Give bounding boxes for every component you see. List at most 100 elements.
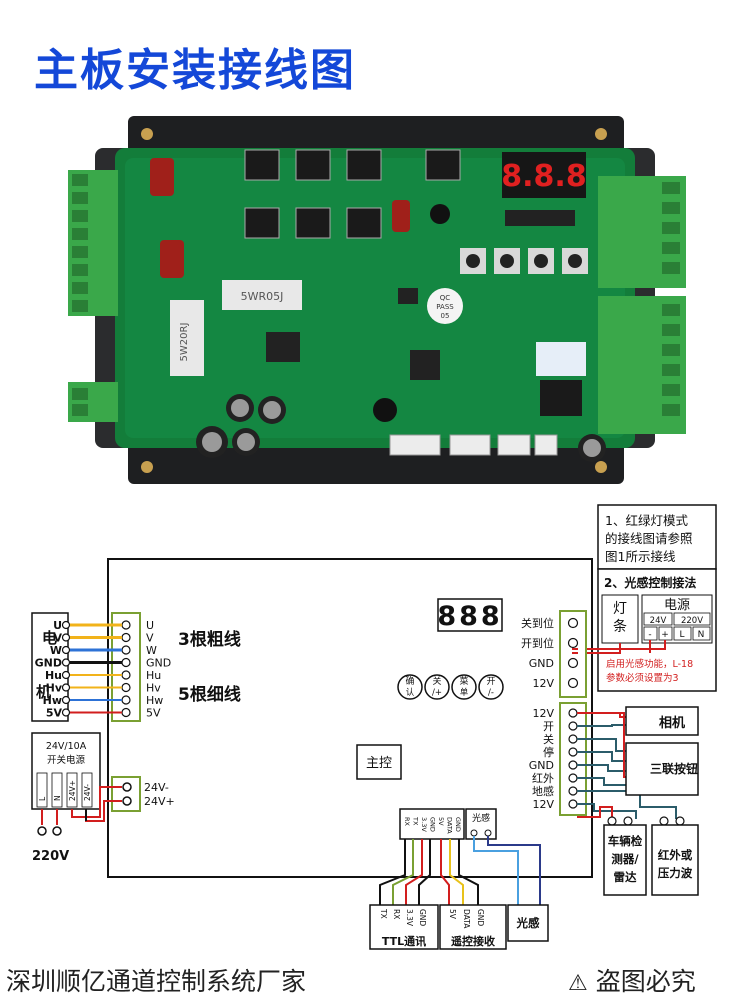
ttl-box (369, 904, 439, 950)
motor-terminal-label-6: Hw (146, 694, 163, 707)
power-resistor-2 (170, 300, 204, 376)
io-wire (577, 806, 613, 819)
peripheral-pin (659, 816, 669, 826)
page-title: 主板安装接线图 (34, 45, 356, 96)
io-label-6: 地感 (532, 785, 554, 798)
io-label-3: 停 (543, 745, 554, 759)
header-pin-1: TX (412, 816, 420, 826)
mains-pin (37, 826, 47, 836)
terminal-screws-left (72, 174, 88, 312)
key-label-bottom-3: /- (488, 688, 494, 698)
key-label-top-0: 确 (405, 675, 414, 687)
remote-pin-0: 5V (448, 909, 457, 920)
remote-box (439, 904, 507, 950)
resistor-label: 5WR05J (241, 290, 284, 303)
motor-pin-dot (61, 670, 71, 680)
psu-pin-frame (66, 772, 78, 808)
warning-icon: ⚠ (568, 971, 588, 996)
gg-pin (484, 829, 492, 837)
header-pin-5: DATA (446, 817, 454, 834)
header-pin-6: GND (454, 817, 462, 832)
minus-label: - (648, 630, 651, 640)
motor-label-1: 电 (42, 629, 57, 647)
limit-pin (567, 617, 579, 629)
board-buttons (460, 248, 588, 274)
io-wire (577, 764, 636, 772)
red-note-2: 参数必须设置为3 (606, 672, 679, 684)
motor-pin-7: 5V (46, 707, 63, 720)
io-label-7: 12V (532, 798, 554, 811)
key-button (478, 674, 504, 700)
v220-box (673, 612, 711, 626)
key-row: 确认关/+菜单开/- (397, 674, 504, 700)
motor-terminal-pin (121, 682, 131, 693)
warning-label: 盗图必究 (595, 967, 696, 996)
camera-box (625, 706, 699, 736)
io-wire (577, 803, 637, 819)
motor-pin-1: V (53, 632, 62, 645)
triple-box (625, 742, 699, 796)
ir-l2: 压力波 (658, 866, 693, 880)
ttl-remote-header (399, 808, 465, 840)
note1-line2: 的接线图请参照 (605, 531, 693, 546)
io-label-0: 12V (532, 707, 554, 720)
motor-pin-4: Hu (45, 669, 62, 682)
motor-wires (70, 623, 122, 714)
gg-box-label: 光感 (516, 916, 540, 930)
key-label-bottom-1: /+ (432, 688, 442, 698)
terminal-screws-left-2 (72, 388, 88, 416)
qc-sticker (427, 288, 463, 324)
ttl-pin-1: RX (392, 909, 401, 919)
psu-pin-frame (81, 772, 93, 808)
motor-pin-5: Hv (46, 682, 63, 695)
qc-line2: PASS (436, 303, 454, 311)
io-label-5: 红外 (532, 772, 554, 785)
psu-pin-1: N (53, 795, 62, 801)
mosfets (244, 149, 461, 239)
controller-outline (107, 558, 593, 878)
note1-line1: 1、红绿灯模式 (605, 513, 688, 528)
ttl-pin-3: GND (418, 909, 427, 926)
gg-wire (473, 836, 519, 905)
dc-pin (122, 796, 132, 806)
io-pin (568, 786, 578, 796)
psu-pin-frame (36, 772, 48, 808)
motor-terminal-label-5: Hv (146, 682, 161, 695)
dc-pin (122, 782, 132, 792)
screw-hole (141, 128, 153, 140)
board-7seg-text: 8.8.8 (501, 159, 586, 194)
screw-hole (595, 128, 607, 140)
screw-hole (141, 461, 153, 473)
psu-pin-frame (51, 772, 63, 808)
io-label-1: 开 (543, 720, 554, 733)
peripheral-pin (607, 816, 617, 826)
ttl-pin-0: TX (379, 908, 388, 919)
ir-box (651, 824, 699, 896)
io-label-4: GND (529, 759, 554, 772)
note1-line3: 图1所示接线 (605, 549, 676, 564)
red-note-1: 启用光感功能，L-18 (606, 658, 693, 670)
ir-l1: 红外或 (658, 848, 693, 862)
relay (536, 342, 586, 376)
plus-label: + (661, 630, 669, 640)
company-name: 深圳顺亿通道控制系统厂家 (6, 967, 307, 996)
warning-text: ⚠ 盗图必究 (568, 962, 696, 998)
motor-terminal-pin (121, 657, 131, 668)
resistor-label-2: 5W20RJ (179, 323, 190, 362)
psu-box (31, 732, 101, 810)
remote-pin-1: DATA (462, 909, 471, 929)
thin-wires-label: 5根细线 (178, 684, 241, 705)
board-7seg (502, 152, 586, 198)
bottom-wires (379, 836, 541, 905)
bottom-wire (449, 839, 464, 905)
ttl-label: TTL通讯 (382, 935, 426, 948)
motor-terminal-pin (121, 645, 131, 655)
motor-pin-dot (61, 620, 71, 630)
io-pin (568, 747, 578, 757)
motor-terminal-pin (121, 707, 131, 718)
lamp-box (601, 594, 639, 644)
io-pin (568, 721, 578, 731)
gg-header-label: 光感 (472, 812, 490, 824)
